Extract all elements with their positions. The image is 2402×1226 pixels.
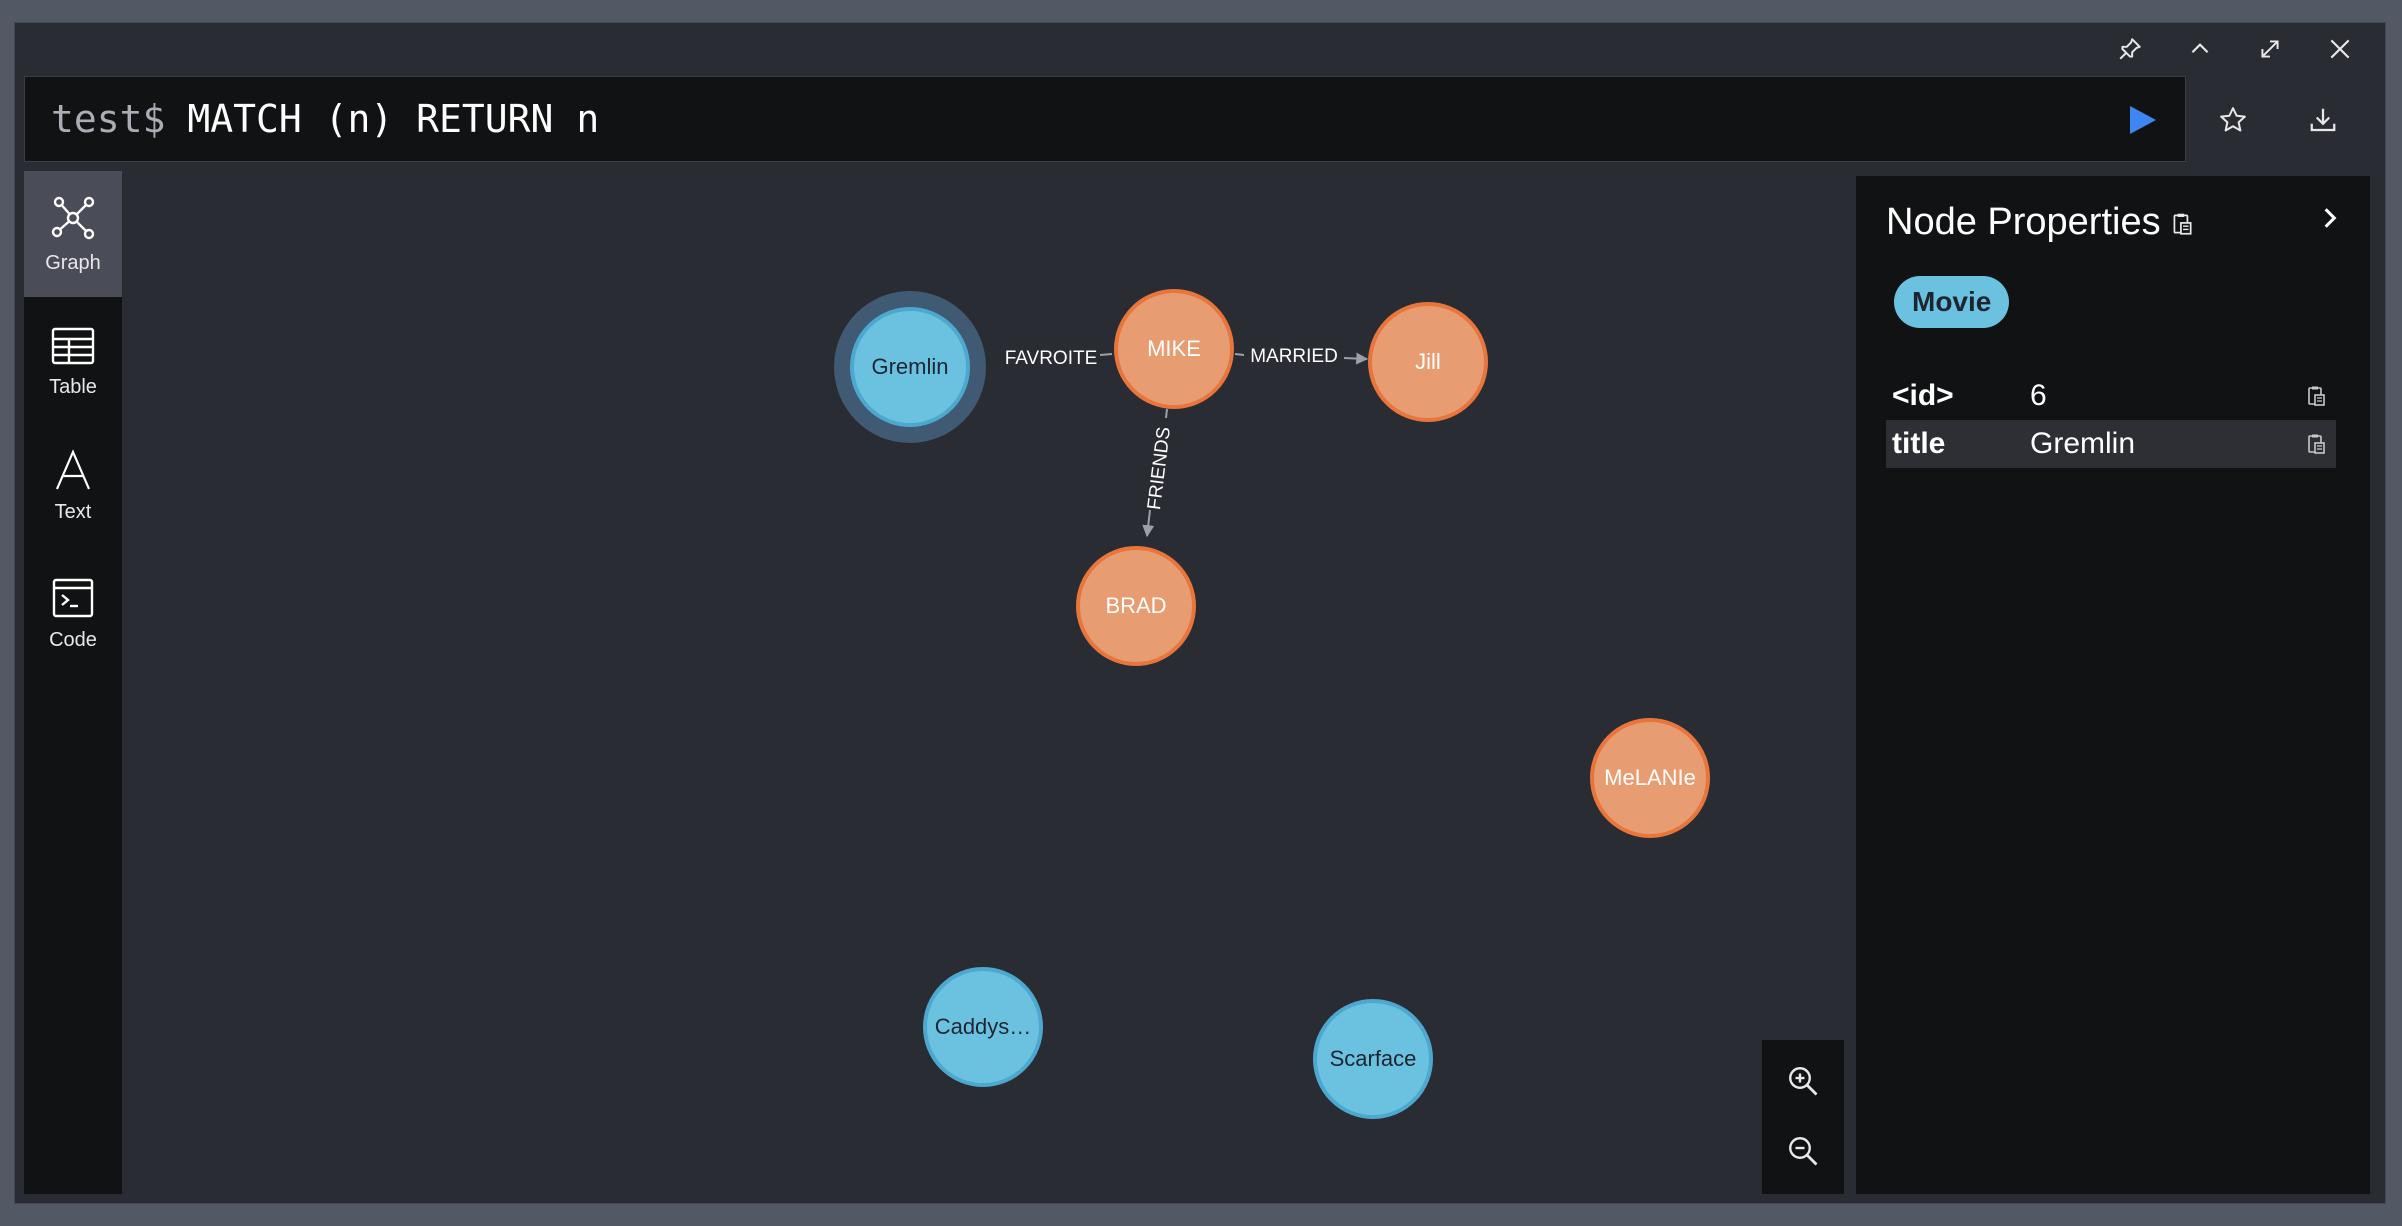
text-icon bbox=[55, 448, 91, 489]
node-mike[interactable]: MIKE bbox=[1114, 289, 1234, 409]
node-scarface[interactable]: Scarface bbox=[1313, 999, 1433, 1119]
copy-property-button[interactable] bbox=[2296, 432, 2336, 456]
star-icon bbox=[2220, 107, 2246, 132]
code-icon bbox=[52, 578, 94, 617]
node-gremlin[interactable]: Gremlin bbox=[834, 291, 986, 443]
view-switcher: Graph Table Text Code bbox=[24, 171, 122, 1194]
favorite-button[interactable] bbox=[2208, 95, 2258, 145]
query-editor[interactable]: test$ MATCH (n) RETURN n bbox=[24, 76, 2186, 162]
zoom-in-button[interactable] bbox=[1762, 1046, 1844, 1116]
graph-icon bbox=[51, 196, 95, 239]
relationship-label: FRIENDS bbox=[1144, 426, 1175, 511]
node-label: MIKE bbox=[1147, 336, 1201, 361]
relationship-friends[interactable]: FRIENDS bbox=[1142, 408, 1175, 538]
download-button[interactable] bbox=[2298, 95, 2348, 145]
relationship-label: MARRIED bbox=[1250, 346, 1338, 367]
play-icon bbox=[2130, 106, 2156, 134]
node-melanie[interactable]: MeLANIe bbox=[1590, 718, 1710, 838]
close-icon bbox=[2330, 39, 2350, 59]
property-key: title bbox=[1892, 427, 1946, 460]
view-tab-graph[interactable]: Graph bbox=[24, 171, 122, 297]
zoom-controls bbox=[1762, 1040, 1844, 1194]
view-tab-label: Graph bbox=[45, 251, 101, 274]
property-row: title Gremlin bbox=[1886, 420, 2336, 468]
property-value: 6 bbox=[2030, 379, 2047, 412]
node-brad[interactable]: BRAD bbox=[1076, 546, 1196, 666]
node-label: BRAD bbox=[1105, 593, 1166, 618]
download-icon bbox=[2310, 108, 2336, 132]
run-button[interactable] bbox=[2122, 100, 2162, 140]
node-properties-panel: Node Properties Movie <id> 6 bbox=[1856, 176, 2370, 1194]
pin-button[interactable] bbox=[2102, 22, 2158, 76]
node-label: Scarface bbox=[1330, 1046, 1417, 1071]
view-tab-code[interactable]: Code bbox=[24, 551, 122, 677]
clipboard-icon bbox=[2308, 434, 2325, 454]
property-key: <id> bbox=[1892, 379, 1954, 412]
collapse-panel-button[interactable] bbox=[2310, 198, 2350, 238]
fullscreen-button[interactable] bbox=[2242, 22, 2298, 76]
node-label-badge[interactable]: Movie bbox=[1894, 276, 2010, 328]
editor-prompt: test$ bbox=[51, 97, 166, 141]
copy-all-button[interactable] bbox=[2169, 204, 2195, 247]
node-label: Gremlin bbox=[871, 354, 948, 379]
close-button[interactable] bbox=[2312, 22, 2368, 76]
expand-icon bbox=[2261, 40, 2279, 58]
panel-title-text: Node Properties bbox=[1886, 201, 2161, 243]
clipboard-icon bbox=[2173, 213, 2192, 235]
node-label: Caddys… bbox=[935, 1014, 1032, 1039]
relationship-married[interactable]: MARRIED bbox=[1234, 346, 1369, 367]
copy-property-button[interactable] bbox=[2296, 384, 2336, 408]
zoom-out-button[interactable] bbox=[1762, 1116, 1844, 1186]
view-tab-label: Text bbox=[54, 500, 92, 523]
view-tab-label: Table bbox=[49, 375, 97, 398]
node-jill[interactable]: Jill bbox=[1368, 302, 1488, 422]
view-tab-text[interactable]: Text bbox=[24, 423, 122, 549]
table-icon bbox=[51, 327, 95, 364]
collapse-button[interactable] bbox=[2172, 22, 2228, 76]
view-tab-table[interactable]: Table bbox=[24, 299, 122, 425]
node-label: MeLANIe bbox=[1604, 765, 1696, 790]
zoom-out-icon bbox=[1789, 1137, 1818, 1166]
panel-title: Node Properties bbox=[1886, 198, 2195, 247]
chevron-right-icon bbox=[2324, 208, 2337, 228]
clipboard-icon bbox=[2308, 386, 2325, 406]
relationship-label: FAVROITE bbox=[1005, 348, 1098, 369]
node-label: Jill bbox=[1415, 349, 1441, 374]
graph-canvas[interactable]: FAVROITE MARRIED FRIENDS Gremlin MIKE Ji… bbox=[122, 171, 1856, 1194]
zoom-in-icon bbox=[1789, 1067, 1818, 1096]
property-value: Gremlin bbox=[2030, 427, 2136, 460]
view-tab-label: Code bbox=[49, 628, 97, 651]
property-row: <id> 6 bbox=[1886, 372, 2336, 420]
query-text[interactable]: MATCH (n) RETURN n bbox=[187, 97, 600, 141]
pin-icon bbox=[2119, 38, 2141, 60]
collapse-up-icon bbox=[2191, 43, 2209, 54]
node-caddys[interactable]: Caddys… bbox=[923, 967, 1043, 1087]
